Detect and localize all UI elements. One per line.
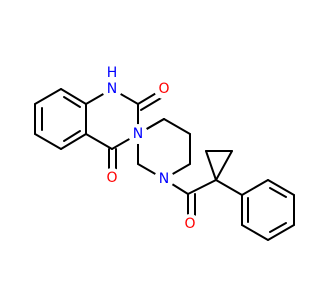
bond: [85, 133, 113, 150]
bond: [269, 187, 287, 198]
bond: [205, 150, 217, 181]
bond: [187, 179, 217, 195]
hydrogen-label: H: [107, 65, 118, 81]
bond: [137, 91, 159, 105]
nitrogen-label: N: [133, 126, 143, 142]
atom-labels: N H O N O N O: [102, 65, 200, 234]
bond: [63, 130, 81, 142]
nitrogen-label: N: [107, 81, 117, 97]
bond: [60, 88, 87, 105]
bond: [63, 96, 81, 108]
bond: [241, 224, 269, 241]
bond: [163, 118, 191, 135]
oxygen-label: O: [106, 170, 117, 186]
bond: [269, 222, 287, 233]
bond: [267, 179, 295, 196]
bond: [215, 179, 243, 196]
bond: [34, 133, 62, 150]
bond: [60, 133, 87, 150]
oxygen-label: O: [158, 81, 169, 97]
chemical-structure-diagram: N H O N O N O: [34, 65, 295, 241]
bond: [215, 150, 233, 181]
nitrogen-label: N: [159, 171, 169, 187]
oxygen-label: O: [184, 216, 195, 232]
bond: [267, 224, 295, 241]
bond: [241, 179, 269, 196]
bond: [34, 88, 62, 105]
bond: [140, 97, 162, 111]
bonds: [34, 88, 295, 241]
